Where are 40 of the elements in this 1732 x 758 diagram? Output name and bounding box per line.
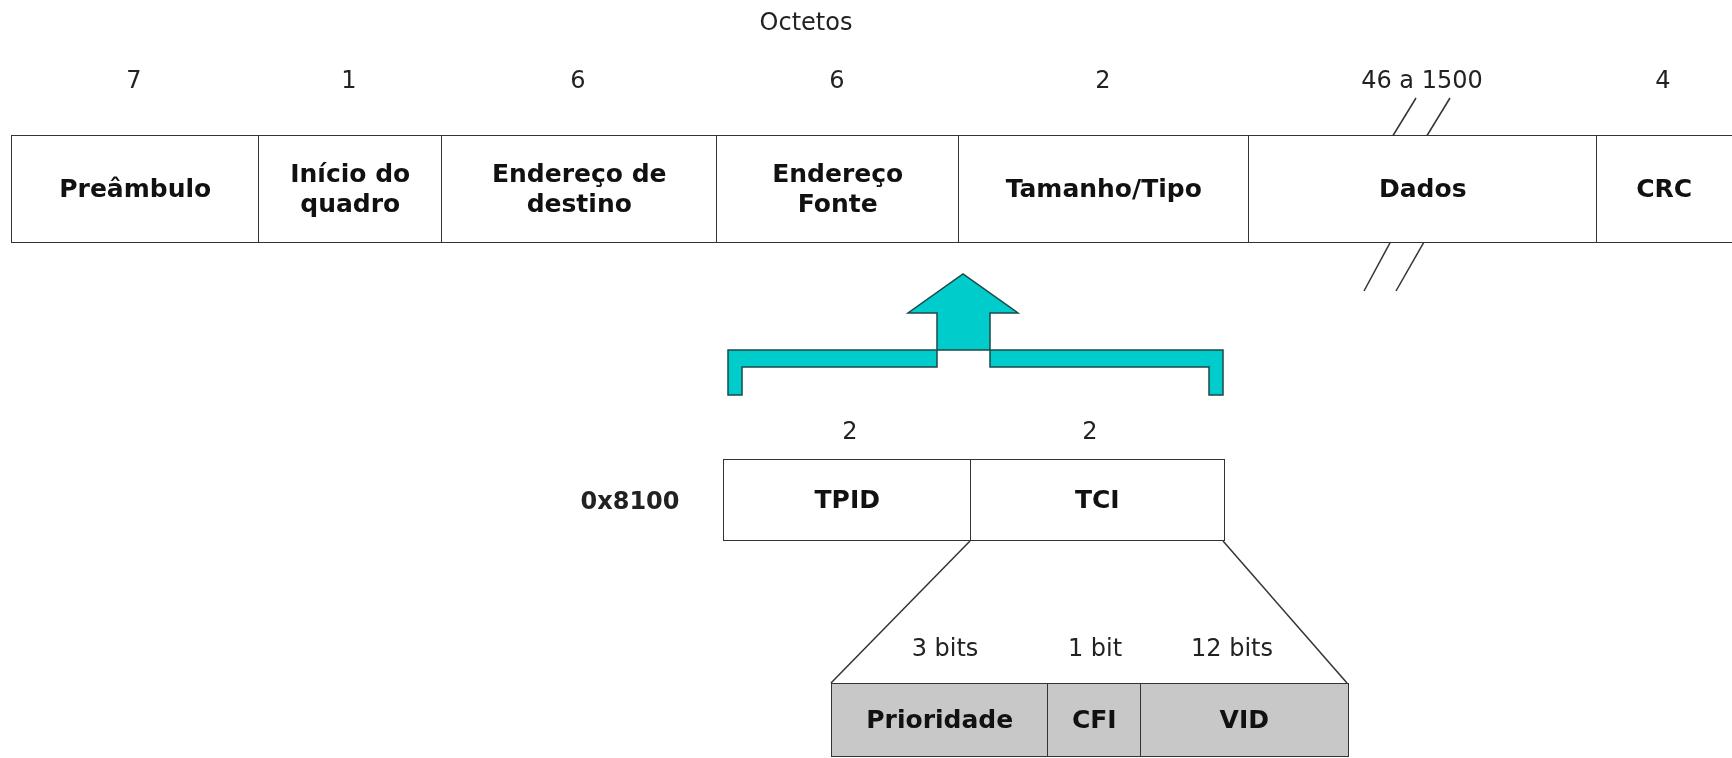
size-label: 1 [341, 66, 357, 94]
frame-field [1140, 683, 1349, 757]
field-label: Tamanho/Tipo [1005, 174, 1202, 204]
axis-caption: Octetos [759, 8, 853, 36]
frame-field [258, 135, 443, 243]
size-label: 3 bits [911, 634, 979, 662]
tag-value: 0x8100 [580, 487, 680, 515]
field-label: Prioridade [866, 705, 1014, 735]
field-label: VID [1219, 705, 1269, 735]
frame-field [716, 135, 960, 243]
frame-field [831, 683, 1049, 757]
field-label: Endereço Fonte [771, 159, 905, 219]
size-label: 6 [829, 66, 845, 94]
frame-field [441, 135, 718, 243]
frame-field [11, 135, 260, 243]
expansion-line [830, 540, 971, 684]
size-label: 46 a 1500 [1361, 66, 1483, 94]
size-label: 4 [1655, 66, 1671, 94]
size-label: 2 [1082, 417, 1098, 445]
field-label: Dados [1378, 174, 1467, 204]
field-label: CRC [1636, 174, 1693, 204]
size-label: 6 [570, 66, 586, 94]
field-label: Início do quadro [289, 159, 412, 219]
field-label: TCI [1074, 485, 1120, 515]
frame-field [1596, 135, 1732, 243]
size-label: 12 bits [1191, 634, 1273, 662]
frame-field [723, 459, 972, 541]
size-label: 1 bit [1067, 634, 1123, 662]
field-label: Endereço de destino [490, 159, 668, 219]
frame-field [1248, 135, 1598, 243]
field-label: TPID [814, 485, 880, 515]
expansion-line [1222, 540, 1348, 684]
size-label: 2 [842, 417, 858, 445]
field-label: CFI [1071, 705, 1117, 735]
frame-field [1047, 683, 1142, 757]
frame-field [958, 135, 1250, 243]
frame-field [970, 459, 1225, 541]
size-label: 2 [1095, 66, 1111, 94]
field-label: Preâmbulo [59, 174, 212, 204]
size-label: 7 [126, 66, 142, 94]
